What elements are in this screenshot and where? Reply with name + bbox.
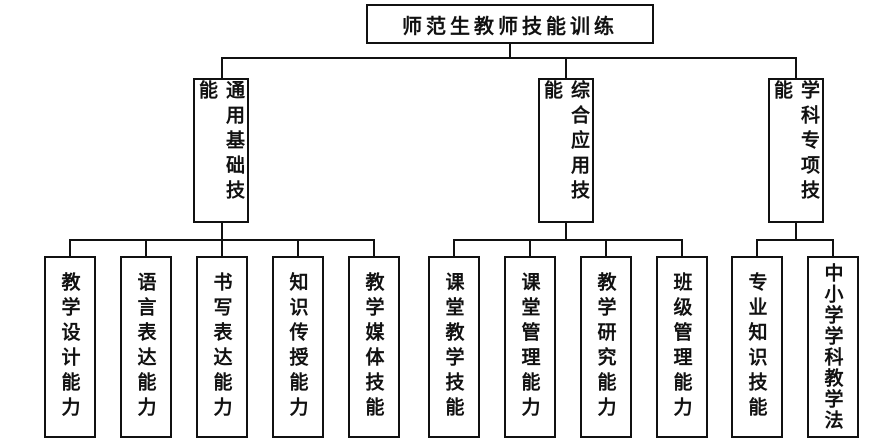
connector — [795, 222, 797, 240]
leaf-label: 课堂管理能力 — [518, 272, 541, 422]
leaf-node: 中小学学科教学法 — [807, 256, 859, 438]
leaf-label: 语言表达能力 — [134, 272, 157, 422]
leaf-label: 知识传授能力 — [286, 272, 309, 422]
connector — [756, 239, 834, 241]
connector — [565, 57, 567, 79]
connector — [297, 239, 299, 257]
leaf-label: 教学设计能力 — [58, 272, 81, 422]
leaf-node: 课堂教学技能 — [428, 256, 480, 438]
leaf-node: 知识传授能力 — [272, 256, 324, 438]
root-node: 师范生教师技能训练 — [366, 4, 654, 44]
connector — [453, 239, 455, 257]
group-node-integrated-skills: 综合应用技能 — [538, 78, 594, 223]
leaf-node: 课堂管理能力 — [504, 256, 556, 438]
leaf-label: 教学媒体技能 — [362, 272, 385, 422]
leaf-node: 专业知识技能 — [731, 256, 783, 438]
leaf-label: 书写表达能力 — [210, 272, 233, 422]
connector — [221, 57, 797, 59]
leaf-node: 书写表达能力 — [196, 256, 248, 438]
leaf-node: 班级管理能力 — [656, 256, 708, 438]
connector — [832, 239, 834, 257]
leaf-label: 课堂教学技能 — [442, 272, 465, 422]
connector — [145, 239, 147, 257]
leaf-label: 专业知识技能 — [745, 272, 768, 422]
group-label: 学科专项技能 — [771, 80, 820, 205]
connector — [529, 239, 531, 257]
connector — [681, 239, 683, 257]
connector — [69, 239, 71, 257]
leaf-node: 教学设计能力 — [44, 256, 96, 438]
leaf-node: 教学研究能力 — [580, 256, 632, 438]
connector — [221, 239, 223, 257]
group-label: 通用基础技能 — [196, 80, 245, 205]
group-node-general-skills: 通用基础技能 — [193, 78, 249, 223]
leaf-node: 语言表达能力 — [120, 256, 172, 438]
leaf-label: 班级管理能力 — [670, 272, 693, 422]
connector — [509, 44, 511, 58]
connector — [453, 239, 682, 241]
connector — [565, 222, 567, 240]
connector — [373, 239, 375, 257]
connector — [795, 57, 797, 79]
group-node-subject-skills: 学科专项技能 — [768, 78, 824, 223]
connector — [221, 222, 223, 240]
connector — [605, 239, 607, 257]
connector — [756, 239, 758, 257]
group-label: 综合应用技能 — [541, 80, 590, 205]
root-label: 师范生教师技能训练 — [402, 13, 618, 38]
leaf-label: 教学研究能力 — [594, 272, 617, 422]
leaf-label: 中小学学科教学法 — [821, 263, 844, 431]
connector — [221, 57, 223, 79]
leaf-node: 教学媒体技能 — [348, 256, 400, 438]
